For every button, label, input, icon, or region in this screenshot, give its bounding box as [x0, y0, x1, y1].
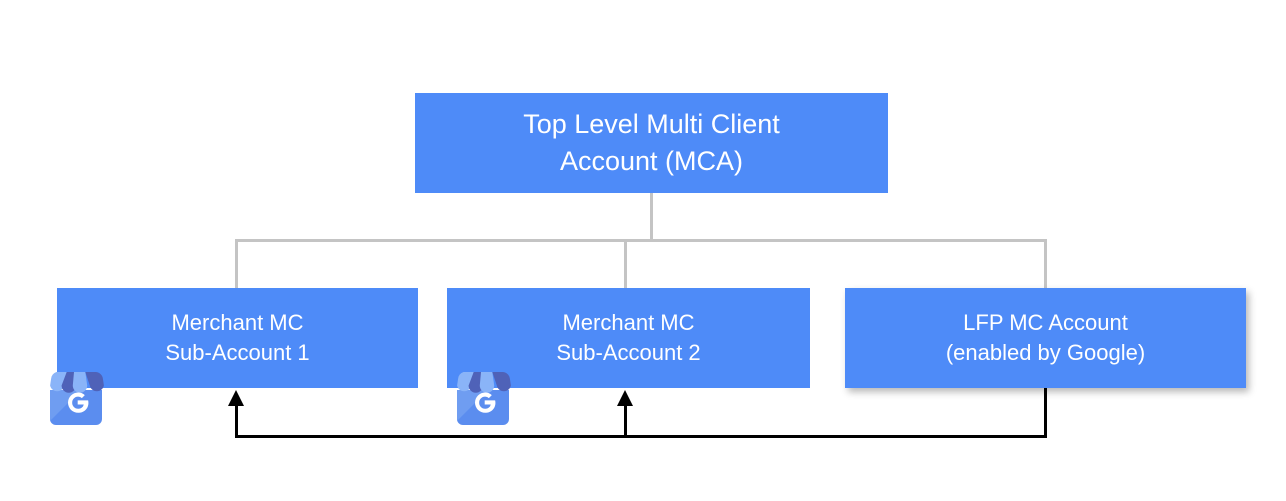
node-merchant-mc-sub-account-1[interactable]: Merchant MC Sub-Account 1 [57, 288, 418, 388]
feedback-line-from-lfp [1044, 388, 1047, 438]
node-merchant-mc-sub-account-1-label: Merchant MC Sub-Account 1 [57, 308, 418, 369]
connector-bus-to-lfp-account [1044, 239, 1047, 289]
feedback-arrowhead-to-sub-account-1 [228, 390, 244, 406]
node-lfp-mc-account-label: LFP MC Account (enabled by Google) [845, 308, 1246, 369]
node-merchant-mc-sub-account-2-label: Merchant MC Sub-Account 2 [447, 308, 810, 369]
feedback-horizontal-line [235, 435, 1047, 438]
feedback-arrowhead-to-sub-account-2 [617, 390, 633, 406]
node-merchant-mc-sub-account-1-line-1: Merchant MC [171, 309, 304, 335]
node-lfp-mc-account-line-1: LFP MC Account [963, 309, 1128, 335]
connector-top-to-bus [650, 193, 653, 241]
node-merchant-mc-sub-account-2[interactable]: Merchant MC Sub-Account 2 [447, 288, 810, 388]
feedback-arrow-shaft-to-sub-account-2 [624, 404, 627, 437]
connector-horizontal-bus [235, 239, 1046, 242]
google-business-profile-storefront-icon [448, 363, 518, 433]
connector-bus-to-sub-account-1 [235, 239, 238, 289]
node-lfp-mc-account-line-2: (enabled by Google) [945, 340, 1146, 365]
google-business-profile-storefront-icon [41, 363, 111, 433]
node-merchant-mc-sub-account-1-line-2: Sub-Account 1 [165, 340, 310, 365]
node-top-level-mca-label: Top Level Multi Client Account (MCA) [415, 106, 888, 181]
node-top-level-mca-line-1: Top Level Multi Client [523, 108, 780, 139]
node-lfp-mc-account[interactable]: LFP MC Account (enabled by Google) [845, 288, 1246, 388]
feedback-arrow-shaft-to-sub-account-1 [235, 404, 238, 437]
node-merchant-mc-sub-account-2-line-1: Merchant MC [562, 309, 695, 335]
connector-bus-to-sub-account-2 [624, 239, 627, 289]
node-top-level-mca-line-2: Account (MCA) [559, 146, 744, 176]
node-top-level-mca[interactable]: Top Level Multi Client Account (MCA) [415, 93, 888, 193]
node-merchant-mc-sub-account-2-line-2: Sub-Account 2 [556, 340, 701, 365]
